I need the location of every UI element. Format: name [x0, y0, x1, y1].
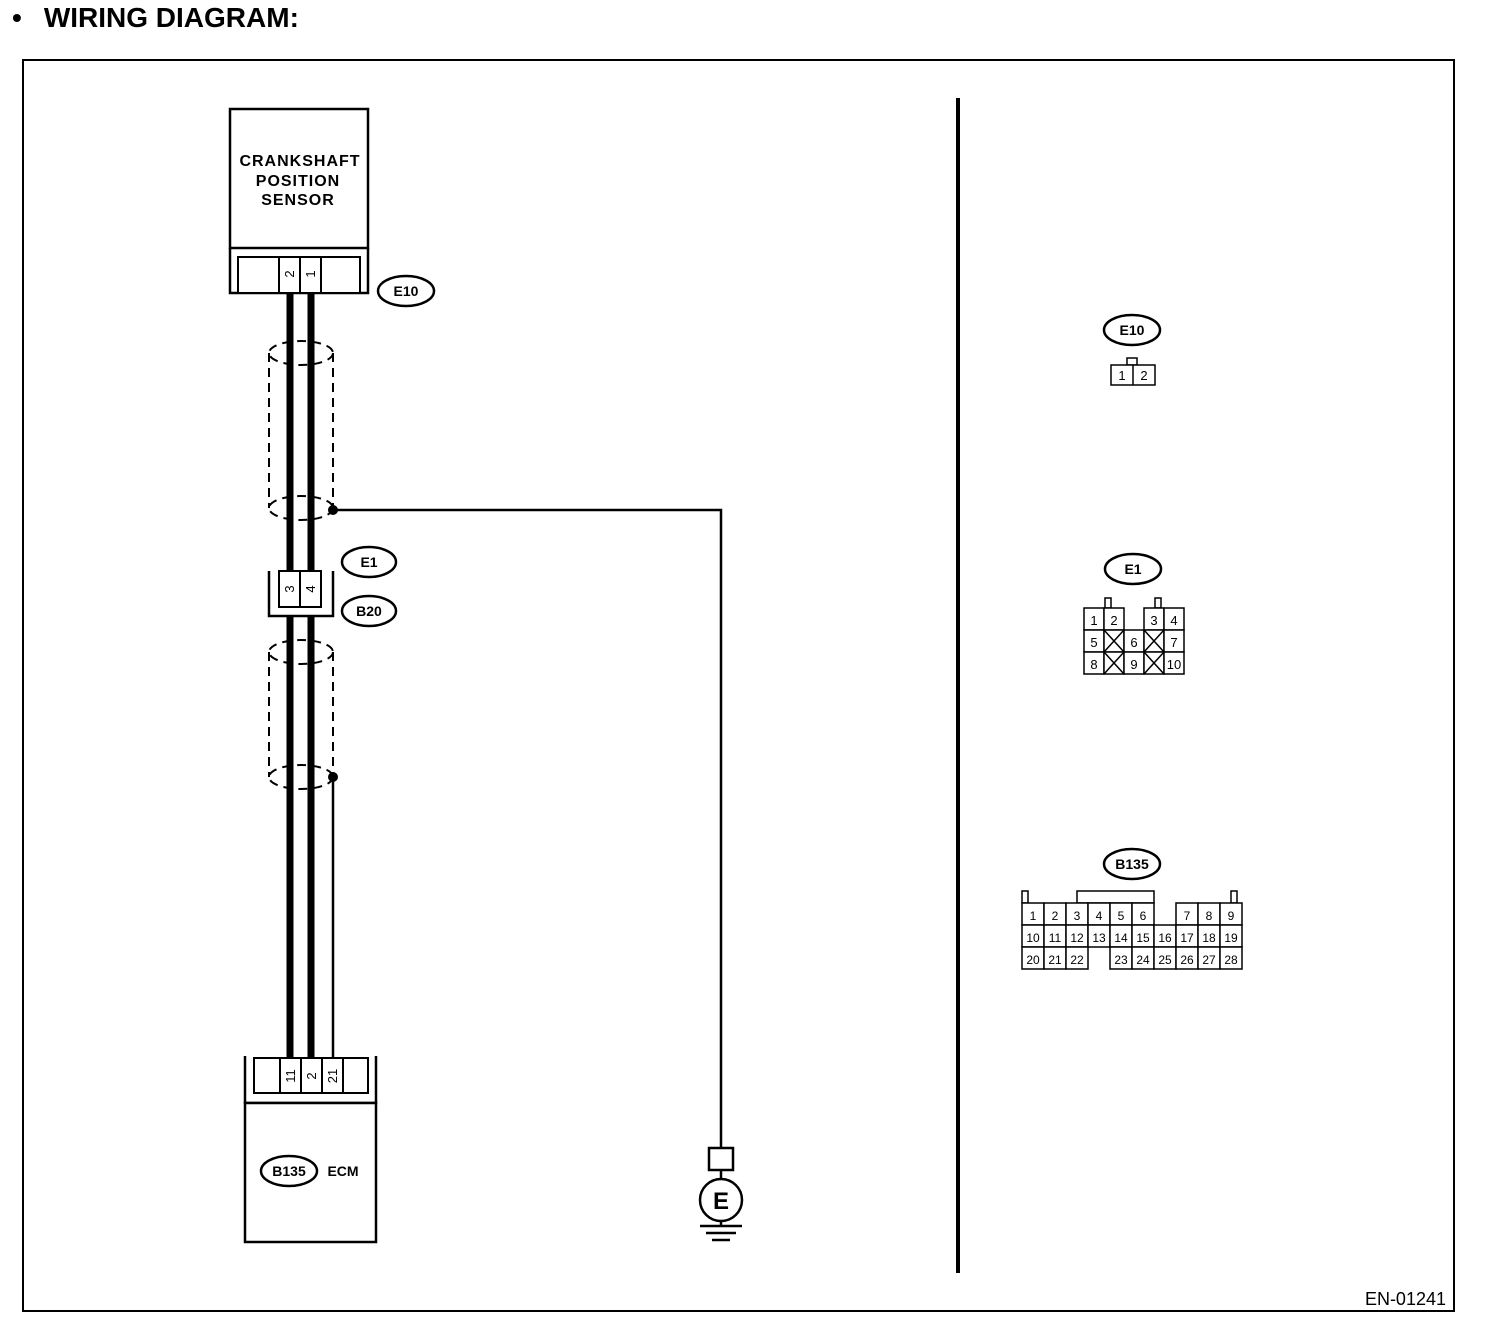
- pin-number: 1: [1090, 613, 1097, 628]
- connector-view-b135-tag: B135: [1115, 856, 1149, 872]
- pin-number: 4: [1096, 909, 1103, 923]
- pin-number: 2: [1110, 613, 1117, 628]
- shield-upper: [268, 340, 334, 521]
- pin-number: 1: [1030, 909, 1037, 923]
- pin-cell: [1219, 946, 1243, 970]
- pin-number: 15: [1136, 931, 1150, 945]
- ecm-pin-2: 2: [304, 1072, 319, 1079]
- pin-cell: [1065, 946, 1089, 970]
- pin-cell: [1163, 651, 1185, 675]
- pin-number: 13: [1092, 931, 1106, 945]
- sensor-label-line-1: CRANKSHAFT: [239, 153, 360, 170]
- pin-number: 5: [1090, 635, 1097, 650]
- blank-cavity-cross: [1143, 651, 1165, 675]
- drain-wire-to-ground: [333, 508, 723, 1148]
- svg-text:B20: B20: [356, 603, 382, 619]
- connector-tag-b20: B20: [340, 594, 398, 628]
- sensor-label-line-3: SENSOR: [261, 192, 335, 209]
- joint-pin-4: 4: [303, 585, 318, 592]
- svg-text:E10: E10: [394, 283, 419, 299]
- sensor-label-line-2: POSITION: [256, 173, 340, 190]
- connector-tag-e10: E10: [376, 274, 436, 308]
- ecm-connector-tag: B135: [272, 1163, 306, 1179]
- figure-id: EN-01241: [1365, 1289, 1446, 1309]
- pin-number: 5: [1118, 909, 1125, 923]
- joint-connector: 3 4: [267, 570, 335, 618]
- pin-number: 24: [1136, 953, 1150, 967]
- page-heading: • WIRING DIAGRAM:: [12, 2, 299, 34]
- pin-number: 6: [1130, 635, 1137, 650]
- crankshaft-position-sensor: CRANKSHAFT POSITION SENSOR 2 1: [228, 107, 370, 295]
- pin-number: 28: [1224, 953, 1238, 967]
- connector-view-e10: E10 1 2: [1102, 313, 1162, 386]
- pin-number: 8: [1090, 657, 1097, 672]
- svg-text:E1: E1: [360, 554, 377, 570]
- connector-tag-b135: [259, 1154, 319, 1188]
- ground-label: E: [713, 1188, 729, 1215]
- pin-number: 22: [1070, 953, 1084, 967]
- pin-number: 26: [1180, 953, 1194, 967]
- pin-number: 9: [1130, 657, 1137, 672]
- heading-bullet: •: [12, 2, 22, 33]
- connector-view-e10-tag: E10: [1120, 322, 1145, 338]
- blank-cavity-cross: [1143, 629, 1165, 653]
- pin-number: 9: [1228, 909, 1235, 923]
- diagram-frame: [22, 59, 1455, 1312]
- pin-number: 3: [1074, 909, 1081, 923]
- pin-number: 17: [1180, 931, 1194, 945]
- sensor-pin-1: 1: [303, 270, 318, 277]
- connector-tag-e1: E1: [340, 545, 398, 579]
- joint-pin-3: 3: [282, 585, 297, 592]
- pin-number: 2: [1052, 909, 1059, 923]
- e10-view-pin-1: 1: [1118, 368, 1125, 383]
- pin-number: 12: [1070, 931, 1084, 945]
- pin-number: 14: [1114, 931, 1128, 945]
- pin-number: 7: [1170, 635, 1177, 650]
- sensor-pin-2: 2: [282, 270, 297, 277]
- pin-number: 11: [1049, 931, 1062, 945]
- ecm-pin-11: 11: [283, 1069, 298, 1083]
- pin-number: 25: [1158, 953, 1172, 967]
- blank-cavity-cross: [1103, 651, 1125, 675]
- pin-number: 4: [1170, 613, 1177, 628]
- pin-number: 6: [1140, 909, 1147, 923]
- ground-symbol: E: [698, 1146, 744, 1242]
- pin-number: 19: [1224, 931, 1238, 945]
- pin-number: 10: [1167, 657, 1181, 672]
- blank-cavity-cross: [1103, 629, 1125, 653]
- shield-lower: [268, 639, 334, 790]
- ecm-unit: 11 2 21 B135 ECM: [243, 1056, 378, 1244]
- ecm-label: ECM: [327, 1163, 358, 1179]
- pin-number: 18: [1202, 931, 1216, 945]
- e10-view-pin-2: 2: [1140, 368, 1147, 383]
- pin-number: 8: [1206, 909, 1213, 923]
- pin-number: 27: [1202, 953, 1216, 967]
- pin-number: 23: [1114, 953, 1128, 967]
- connector-view-e1-tag: E1: [1124, 561, 1141, 577]
- heading-title: WIRING DIAGRAM:: [43, 2, 299, 33]
- ecm-pin-21: 21: [325, 1069, 340, 1083]
- pin-number: 21: [1048, 953, 1062, 967]
- pin-number: 3: [1150, 613, 1157, 628]
- pin-number: 16: [1158, 931, 1172, 945]
- pin-number: 20: [1026, 953, 1040, 967]
- pin-number: 10: [1026, 931, 1040, 945]
- pin-number: 7: [1184, 909, 1191, 923]
